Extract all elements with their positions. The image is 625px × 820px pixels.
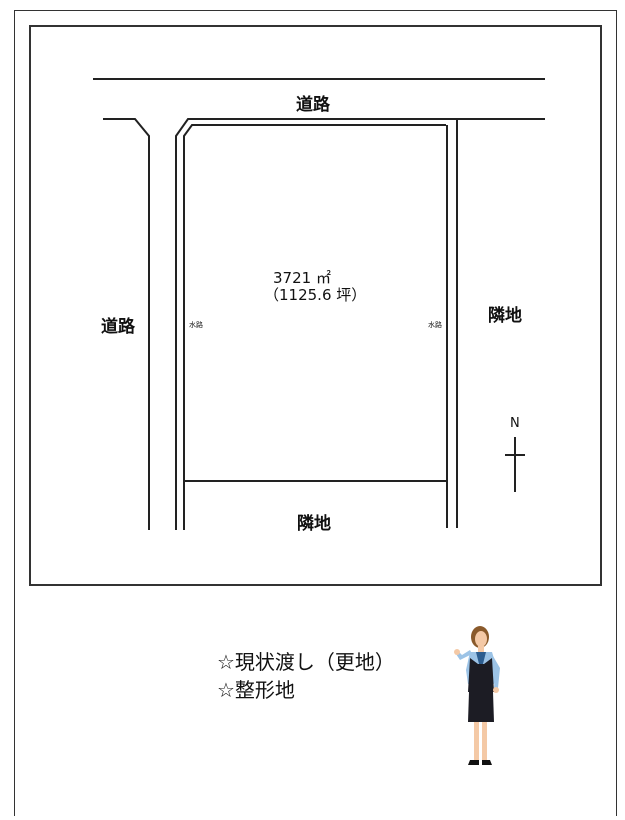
waterway-left-label: 水路 bbox=[189, 321, 203, 329]
neighbor-bottom-label: 隣地 bbox=[297, 514, 331, 534]
left-road-outer-line bbox=[103, 118, 150, 530]
note-line-2: ☆整形地 bbox=[217, 678, 295, 702]
left-waterway-inner-line bbox=[183, 124, 446, 530]
site-plan-frame bbox=[29, 25, 602, 586]
north-label: N bbox=[510, 416, 520, 431]
road-left-label: 道路 bbox=[101, 317, 135, 337]
area-sqm: 3721 ㎡ bbox=[273, 269, 331, 287]
neighbor-right-label: 隣地 bbox=[488, 306, 522, 326]
note-line-1: ☆現状渡し（更地） bbox=[217, 650, 395, 674]
document-frame bbox=[14, 10, 617, 816]
guide-woman-illustration bbox=[454, 626, 500, 765]
area-tsubo: （1125.6 坪） bbox=[264, 286, 367, 304]
waterway-right-label: 水路 bbox=[428, 321, 442, 329]
left-waterway-outer-line bbox=[175, 118, 545, 530]
road-top-label: 道路 bbox=[296, 95, 330, 115]
